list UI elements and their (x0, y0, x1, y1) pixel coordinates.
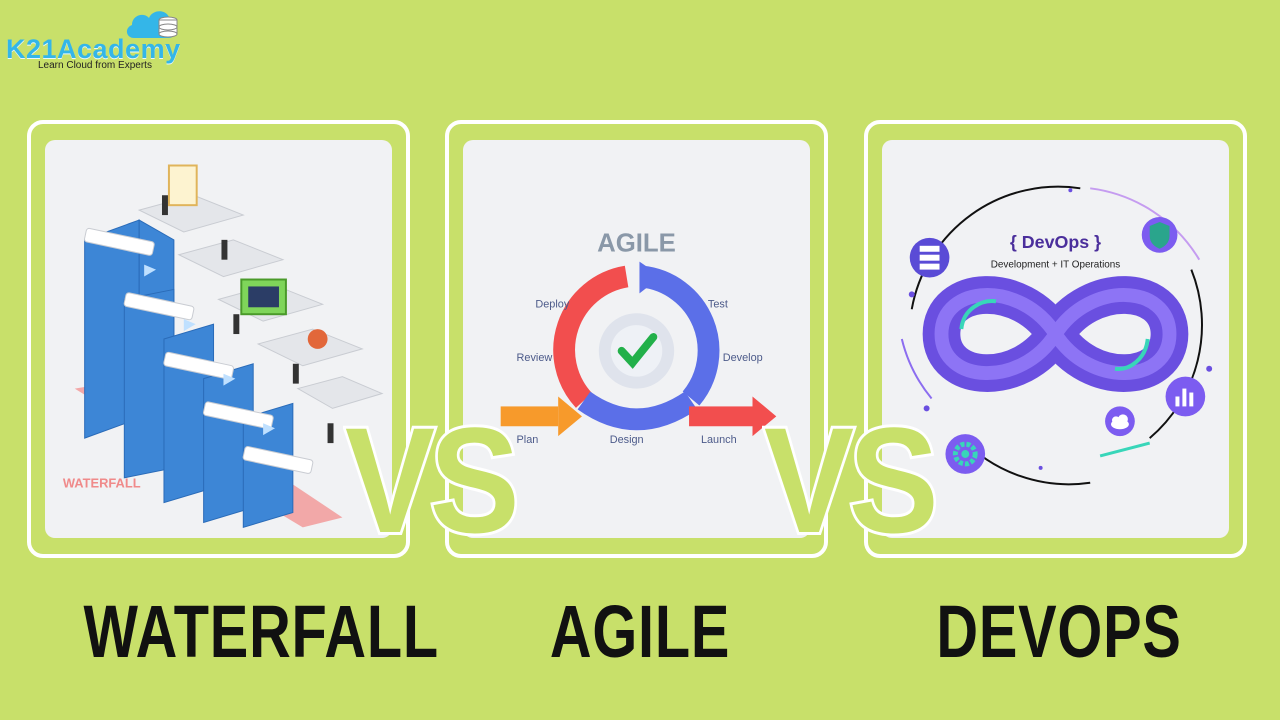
step-review: Review (517, 352, 553, 364)
devops-illustration: { DevOps } Development + IT Operations (882, 140, 1229, 538)
infinity-loop-icon (922, 276, 1189, 392)
shield-icon (1141, 217, 1178, 253)
devops-infinity-diagram: { DevOps } Development + IT Operations (900, 185, 1213, 486)
devops-title: { DevOps } (1010, 232, 1101, 252)
gear-icon (307, 329, 328, 349)
waterfall-illustration-label: WATERFALL (63, 476, 141, 491)
agile-cycle-diagram: AGILE Deploy Test Revie (500, 230, 777, 446)
brand-tagline: Learn Cloud from Experts (38, 60, 152, 71)
server-icon (909, 237, 950, 278)
agile-panel: AGILE Deploy Test Revie (445, 120, 828, 558)
cloud-database-icon (126, 11, 178, 38)
waterfall-staircase-illustration: WATERFALL (63, 164, 384, 529)
cloud-icon (1105, 406, 1135, 437)
gear-check-icon (598, 313, 675, 389)
waterfall-illustration: WATERFALL (45, 140, 392, 538)
step-develop: Develop (723, 352, 763, 364)
gear-icon (945, 434, 986, 474)
step-test: Test (708, 298, 728, 310)
clipboard-icon (167, 164, 198, 207)
step-design: Design (610, 434, 644, 446)
caption-waterfall: WATERFALL (83, 590, 439, 673)
step-plan: Plan (517, 434, 539, 446)
chart-icon (1165, 376, 1206, 417)
caption-agile: AGILE (549, 590, 731, 673)
step-launch: Launch (701, 434, 737, 446)
brand-name: K21Academy (6, 34, 181, 64)
step-deploy: Deploy (535, 298, 569, 310)
caption-devops: DEVOPS (936, 590, 1182, 673)
devops-panel: { DevOps } Development + IT Operations (864, 120, 1247, 558)
brand-logo: K21Academy Learn Cloud from Experts (6, 6, 196, 76)
vs-label-1: VS (342, 396, 522, 564)
devops-subtitle: Development + IT Operations (991, 260, 1121, 271)
waterfall-panel: WATERFALL (27, 120, 410, 558)
agile-illustration: AGILE Deploy Test Revie (463, 140, 810, 538)
vs-label-2: VS (761, 396, 941, 564)
agile-title: AGILE (597, 230, 676, 258)
